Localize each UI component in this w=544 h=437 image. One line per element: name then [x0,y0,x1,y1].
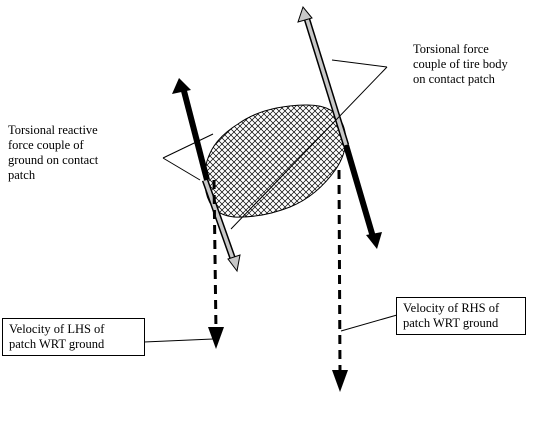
ground-reaction-arrow-right [343,144,382,249]
tire-body-couple-label: Torsional force couple of tire body on c… [413,42,508,87]
contact-patch [204,104,347,218]
tire-body-force-arrow-right [297,5,350,146]
label-line: Torsional reactive [8,123,98,137]
label-line: couple of tire body [413,57,508,71]
label-line: Velocity of LHS of [9,322,105,336]
ground-reaction-arrow-left [172,78,210,181]
leader-lines [143,59,398,343]
ground-reactive-couple-label: Torsional reactive force couple of groun… [8,123,98,183]
label-line: ground on contact [8,153,99,167]
label-line: patch [8,168,36,182]
velocity-rhs-label: Velocity of RHS of patch WRT ground [396,297,526,335]
label-line: patch WRT ground [9,337,105,351]
velocity-arrow-rhs [332,169,348,392]
tire-body-force-arrow-left [201,178,241,273]
label-line: on contact patch [413,72,495,86]
velocity-lhs-label: Velocity of LHS of patch WRT ground [2,318,145,356]
label-line: Velocity of RHS of [403,301,500,315]
label-line: Torsional force [413,42,489,56]
label-line: patch WRT ground [403,316,499,330]
velocity-arrow-lhs [208,179,224,349]
label-line: force couple of [8,138,84,152]
